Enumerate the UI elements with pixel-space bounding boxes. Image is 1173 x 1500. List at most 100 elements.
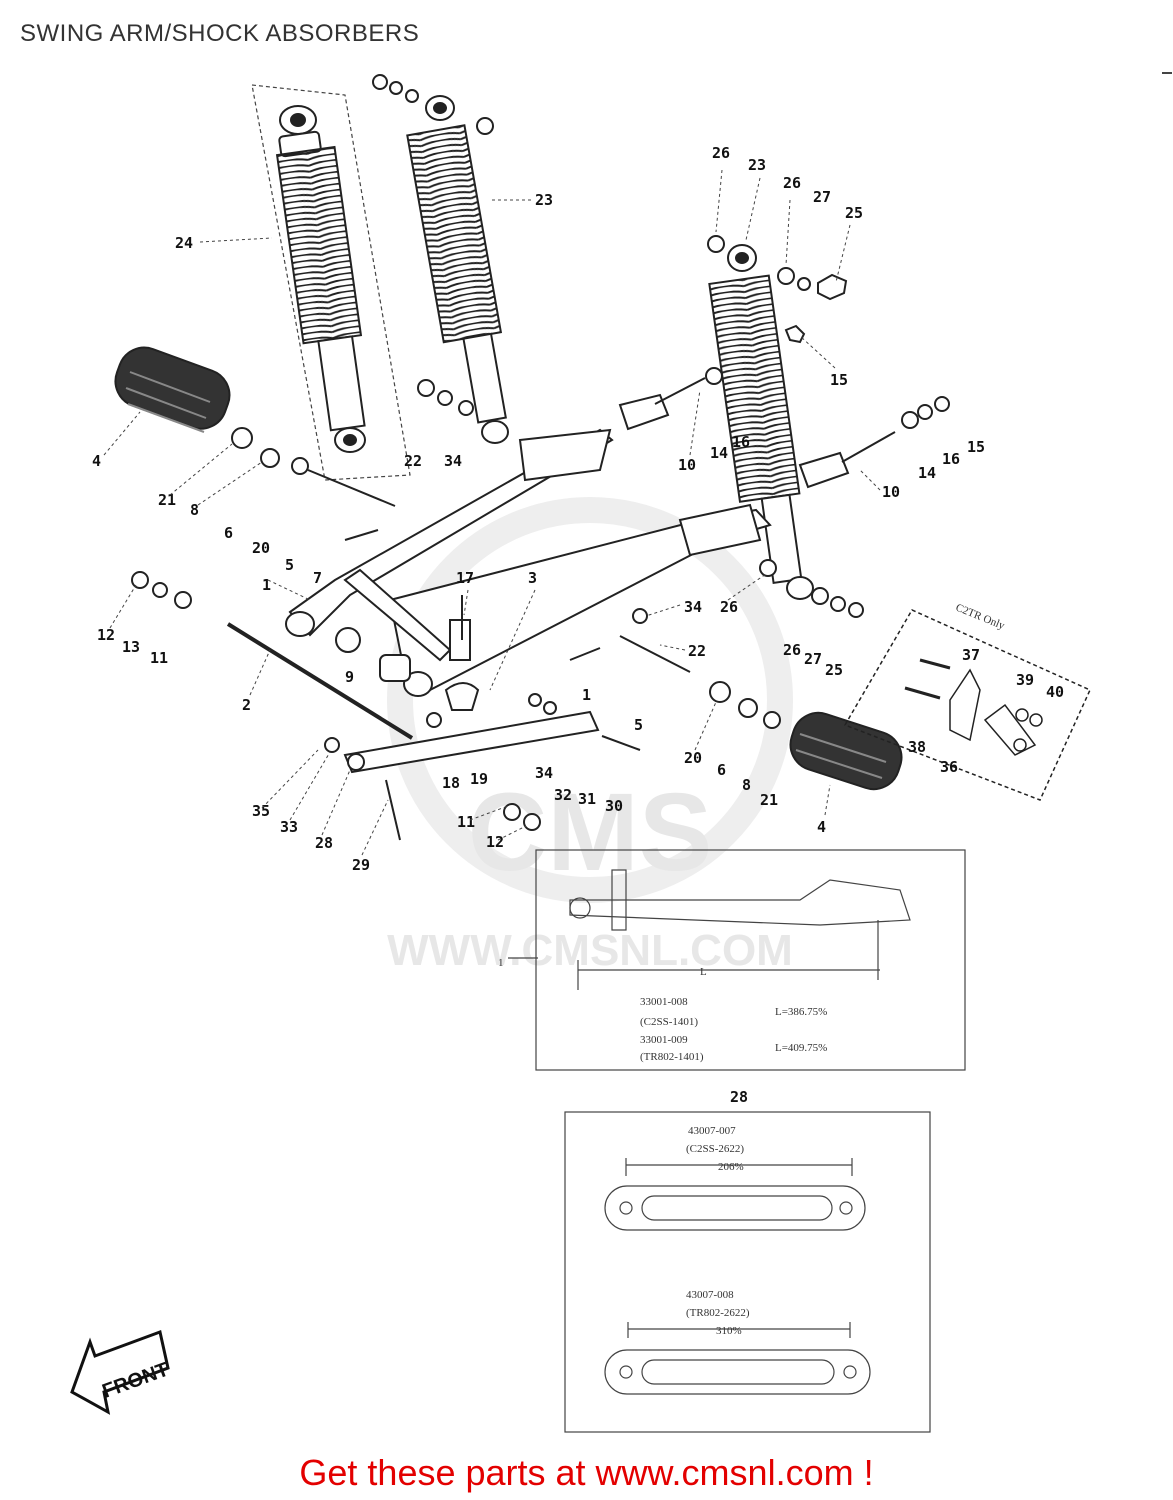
callout: 5 [285,556,294,574]
callout-labels: 1 1 2 3 4 4 5 5 6 6 7 8 8 9 10 10 11 11 … [92,144,1064,1106]
c2tr-only-group [843,609,1091,801]
swing-arm-part-2: 33001-009 [640,1034,688,1046]
swing-arm-dimension-box [508,849,966,1071]
callout: 12 [97,626,115,644]
callout: 34 [444,452,462,470]
callout: 22 [404,452,422,470]
callout: 10 [882,483,900,501]
callout: 20 [684,749,702,767]
callout: 3 [528,569,537,587]
callout: 22 [688,642,706,660]
exploded-parts-diagram: CMS WWW.CMSNL.COM [70,74,1091,1433]
callout: 32 [554,786,572,804]
shock-absorber-24 [275,105,366,453]
callout: 26 [720,598,738,616]
link-length-1: 206% [718,1161,744,1173]
swing-arm-frame [285,428,772,697]
callout: 26 [712,144,730,162]
callout: 30 [605,797,623,815]
callout: 7 [313,569,322,587]
swing-arm-dim: L [700,966,707,978]
callout: 8 [190,501,199,519]
callout: 28 [730,1088,748,1106]
callout: 10 [678,456,696,474]
callout: 26 [783,174,801,192]
callout: 19 [470,770,488,788]
pivot-shaft-2 [226,622,414,740]
shock-absorber-23 [372,74,509,444]
rubber-grip-right [789,711,903,791]
callout: 4 [92,452,101,470]
callout: 8 [742,776,751,794]
callout: 27 [813,188,831,206]
callout: 29 [352,856,370,874]
c2tr-note: C2TR Only [954,602,1007,633]
callout: 9 [345,668,354,686]
callout: 38 [908,738,926,756]
callout: 25 [825,661,843,679]
link-length-2: 310% [716,1325,742,1337]
link-part-1: 43007-007 [688,1125,736,1137]
callout: 12 [486,833,504,851]
link-dimension-box [564,1111,931,1433]
callout: 20 [252,539,270,557]
callout: 35 [252,802,270,820]
swing-arm-length-2: L=409.75% [775,1042,827,1054]
callout: 11 [150,649,168,667]
callout: 16 [732,433,750,451]
callout: 33 [280,818,298,836]
rubber-grip-left [114,346,231,433]
watermark-url: WWW.CMSNL.COM [387,926,793,975]
callout: 23 [748,156,766,174]
swing-arm-model-2: (TR802-1401) [640,1051,704,1063]
callout: 21 [760,791,778,809]
front-arrow: FRONT [70,1329,172,1415]
callout: 13 [122,638,140,656]
swing-arm-ref: 1 [498,957,504,969]
footer-promo-link[interactable]: Get these parts at www.cmsnl.com ! [299,1452,874,1493]
callout: 1 [582,686,591,704]
link-model-1: (C2SS-2622) [686,1143,744,1155]
callout: 2 [242,696,251,714]
callout: 14 [710,444,728,462]
watermark-brand: CMS [468,771,712,894]
callout: 4 [817,818,826,836]
shock-group-outline [251,84,411,481]
callout: 23 [535,191,553,209]
callout: 6 [717,761,726,779]
watermark: CMS WWW.CMSNL.COM [387,497,793,975]
callout: 31 [578,790,596,808]
callout: 27 [804,650,822,668]
callout: 36 [940,758,958,776]
edge-mark [1162,72,1172,74]
link-model-2: (TR802-2622) [686,1307,750,1319]
callout: 26 [783,641,801,659]
leader-lines [103,169,881,856]
callout: 1 [262,576,271,594]
link-part-2: 43007-008 [686,1289,734,1301]
callout: 40 [1046,683,1064,701]
callout: 5 [634,716,643,734]
swing-arm-model-1: (C2SS-1401) [640,1016,698,1028]
callout: 18 [442,774,460,792]
small-hardware [131,367,950,841]
callout: 15 [830,371,848,389]
callout: 25 [845,204,863,222]
page-title: SWING ARM/SHOCK ABSORBERS [20,20,420,47]
callout: 34 [684,598,702,616]
callout: 34 [535,764,553,782]
callout: 37 [962,646,980,664]
callout: 6 [224,524,233,542]
shock-absorber-right [707,235,848,600]
callout: 16 [942,450,960,468]
callout: 17 [456,569,474,587]
callout: 39 [1016,671,1034,689]
callout: 15 [967,438,985,456]
callout: 21 [158,491,176,509]
callout: 14 [918,464,936,482]
callout: 28 [315,834,333,852]
callout: 11 [457,813,475,831]
callout: 24 [175,234,193,252]
swing-arm-length-1: L=386.75% [775,1006,827,1018]
torque-link-28 [343,710,600,774]
